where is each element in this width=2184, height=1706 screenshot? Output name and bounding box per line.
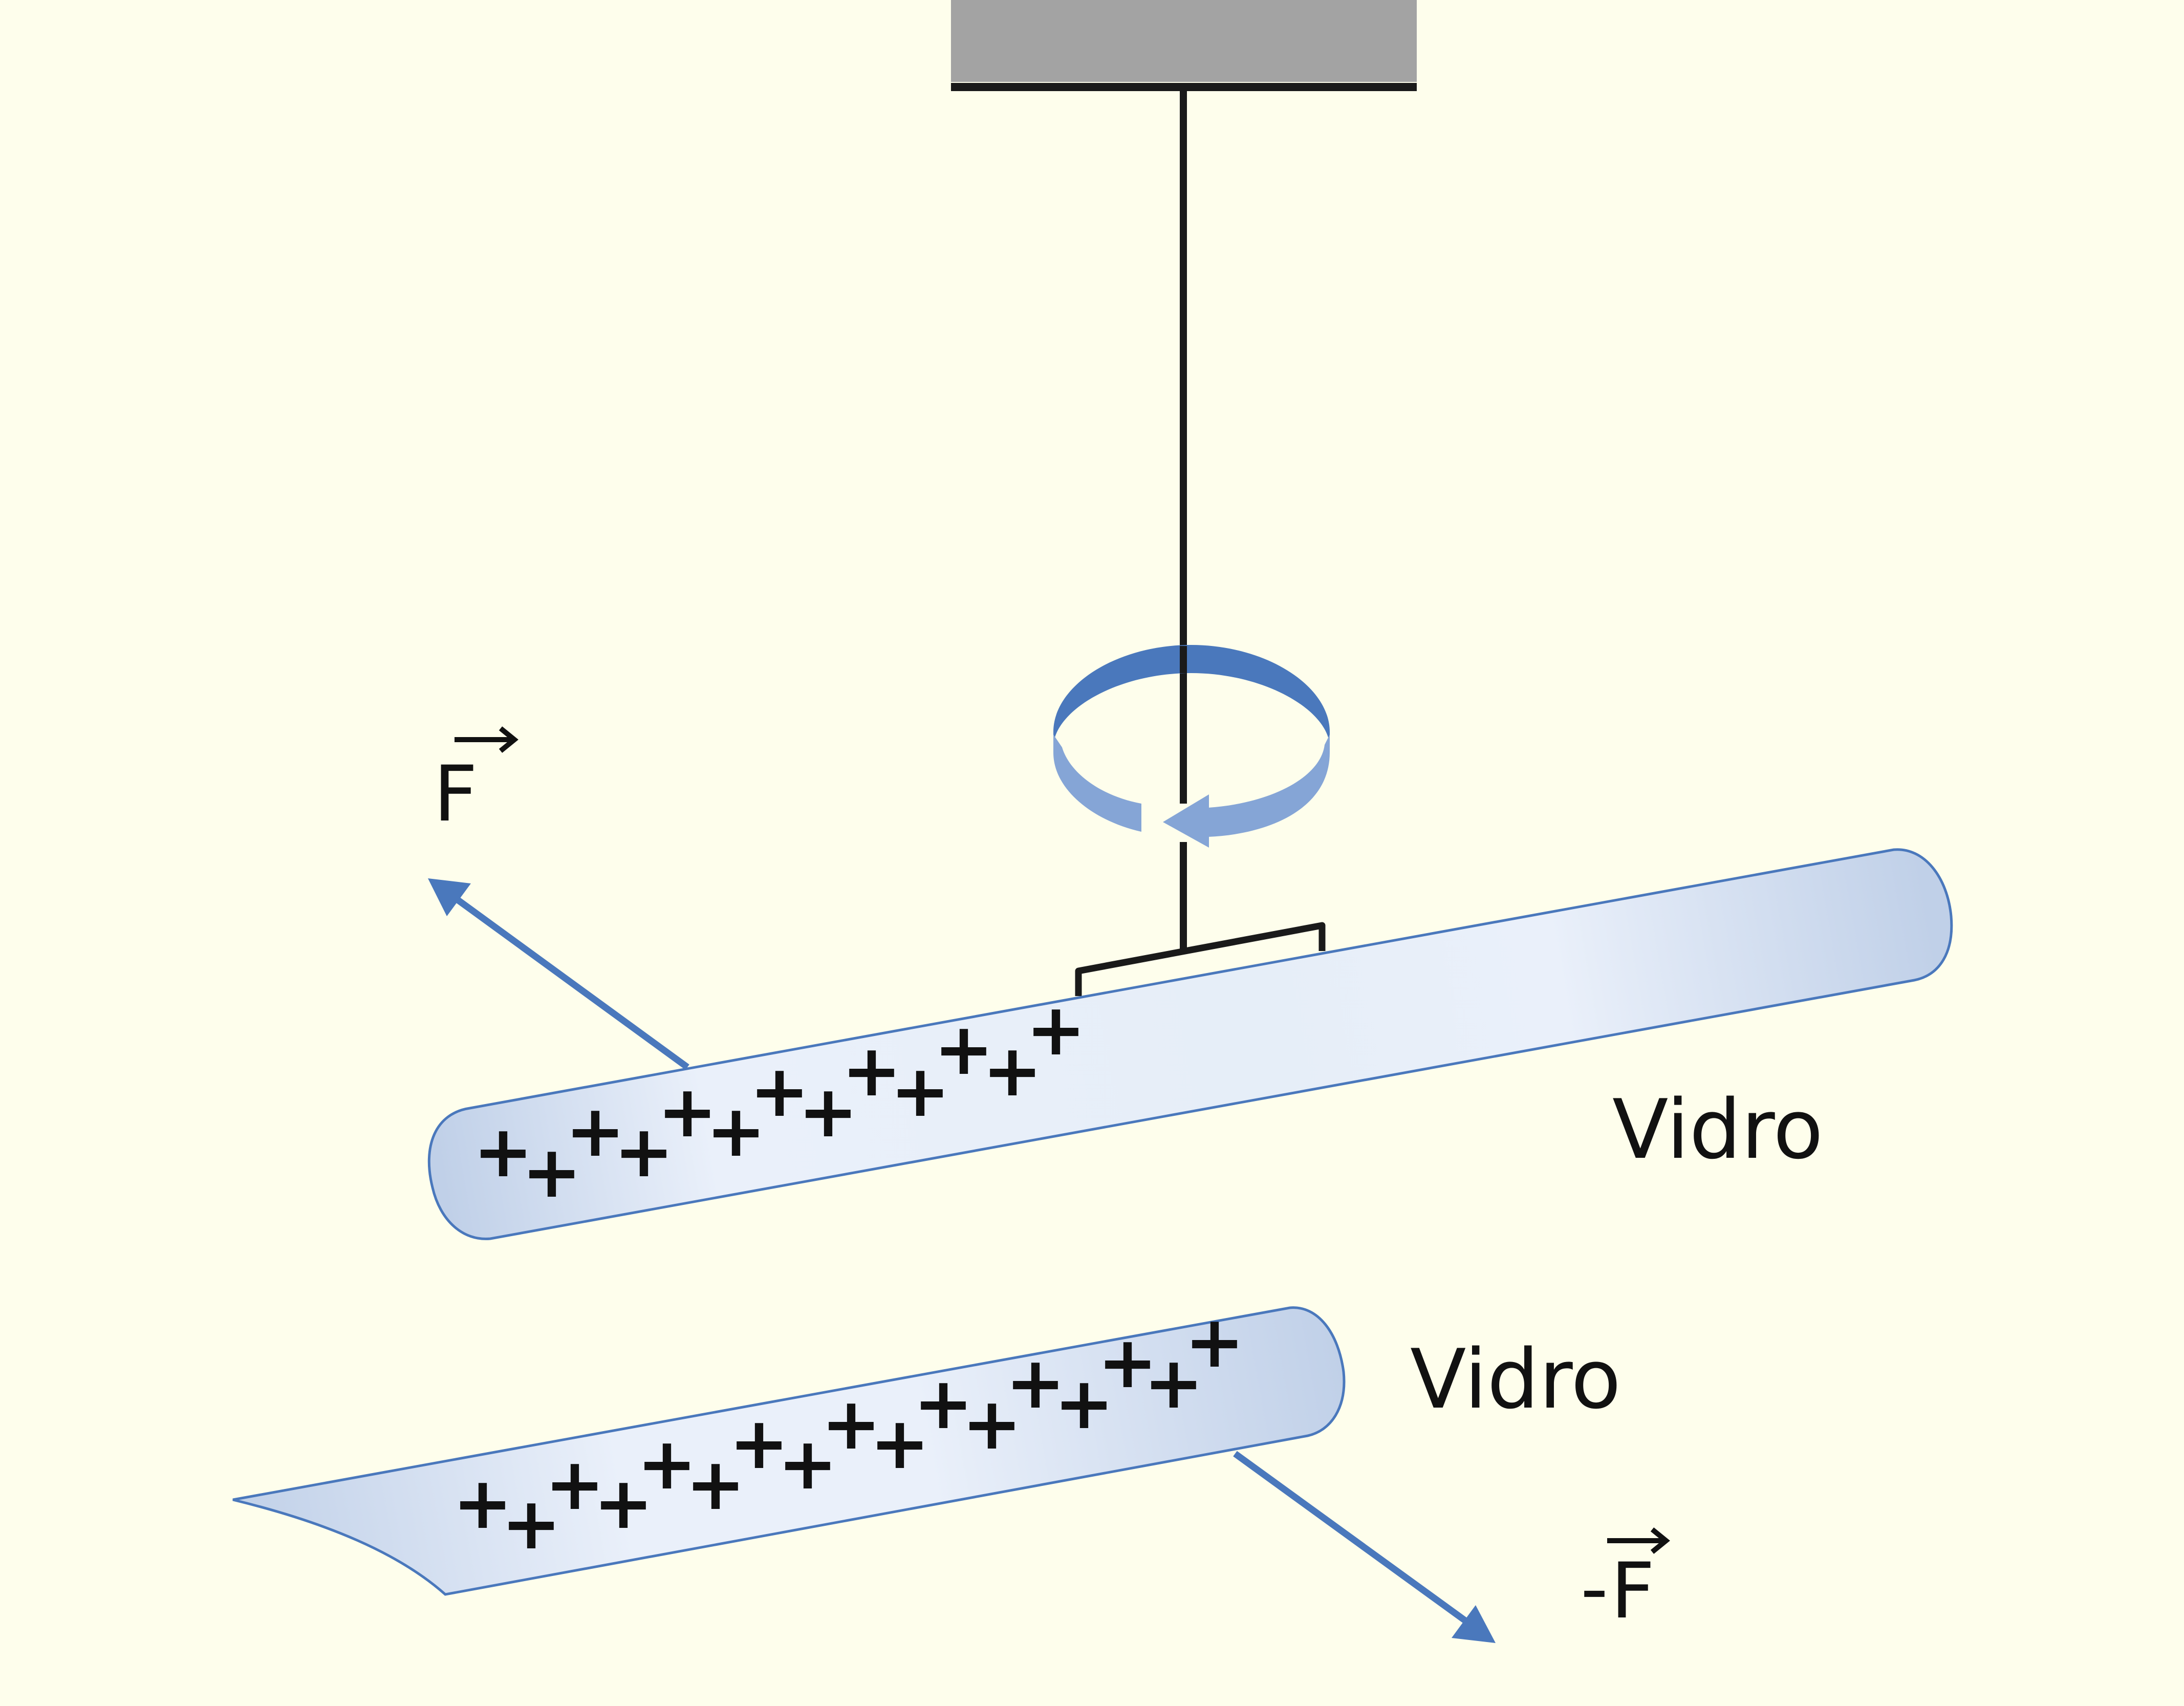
- rod-holder: [1075, 922, 1326, 996]
- charge-plus: +: [657, 1070, 717, 1154]
- force-symbol: F: [1611, 1547, 1655, 1636]
- charge-plus: +: [1026, 988, 1086, 1072]
- charge-plus: +: [1097, 1321, 1157, 1405]
- lower-rod-label: Vidro: [1410, 1331, 1621, 1427]
- upper-rod-charges: + + + + + + + + + + + + +: [473, 988, 1086, 1214]
- upper-rod-label: Vidro: [1612, 1082, 1823, 1177]
- charge-plus: +: [729, 1402, 789, 1485]
- lower-rod-charges: + + + + + + + + + + + + + + + + +: [452, 1301, 1244, 1566]
- charge-plus: +: [982, 1029, 1042, 1113]
- charge-plus: +: [593, 1462, 653, 1545]
- charge-plus: +: [501, 1482, 561, 1566]
- force-label-lower: - F: [1581, 1527, 1670, 1636]
- charge-plus: +: [565, 1090, 625, 1173]
- charge-plus: +: [637, 1422, 697, 1506]
- charge-plus: +: [749, 1050, 809, 1133]
- charge-plus: +: [706, 1090, 766, 1173]
- charge-plus: +: [777, 1422, 837, 1506]
- force-arrow-lower: [1233, 1451, 1496, 1643]
- charge-plus: +: [1143, 1342, 1203, 1425]
- charge-plus: +: [798, 1070, 858, 1154]
- rotation-arrow-icon: [1053, 645, 1330, 848]
- ceiling-support: [951, 0, 1417, 91]
- charge-plus: +: [614, 1110, 674, 1194]
- charge-plus: +: [1184, 1301, 1244, 1384]
- force-symbol: F: [434, 750, 478, 839]
- upper-glass-rod: [427, 848, 1953, 1240]
- charge-plus: +: [870, 1402, 929, 1485]
- force-sign: -: [1581, 1544, 1608, 1633]
- charge-plus: +: [522, 1131, 581, 1214]
- force-label-upper: F: [434, 726, 518, 839]
- charge-plus: +: [821, 1383, 881, 1466]
- charge-plus: +: [841, 1029, 901, 1113]
- charge-plus: +: [452, 1462, 512, 1545]
- charge-plus: +: [545, 1443, 604, 1526]
- charge-plus: +: [890, 1050, 950, 1133]
- charge-plus: +: [1005, 1342, 1065, 1425]
- force-arrow-upper: [428, 878, 689, 1070]
- charge-plus: +: [934, 1008, 993, 1091]
- vector-arrow-icon: [455, 726, 518, 753]
- vector-arrow-icon: [1607, 1527, 1670, 1554]
- charge-plus: +: [962, 1383, 1022, 1466]
- charge-plus: +: [685, 1443, 745, 1526]
- charge-plus: +: [1054, 1362, 1114, 1445]
- charge-plus: +: [913, 1362, 973, 1445]
- lower-glass-rod: [232, 1306, 1346, 1596]
- charge-plus: +: [473, 1110, 533, 1194]
